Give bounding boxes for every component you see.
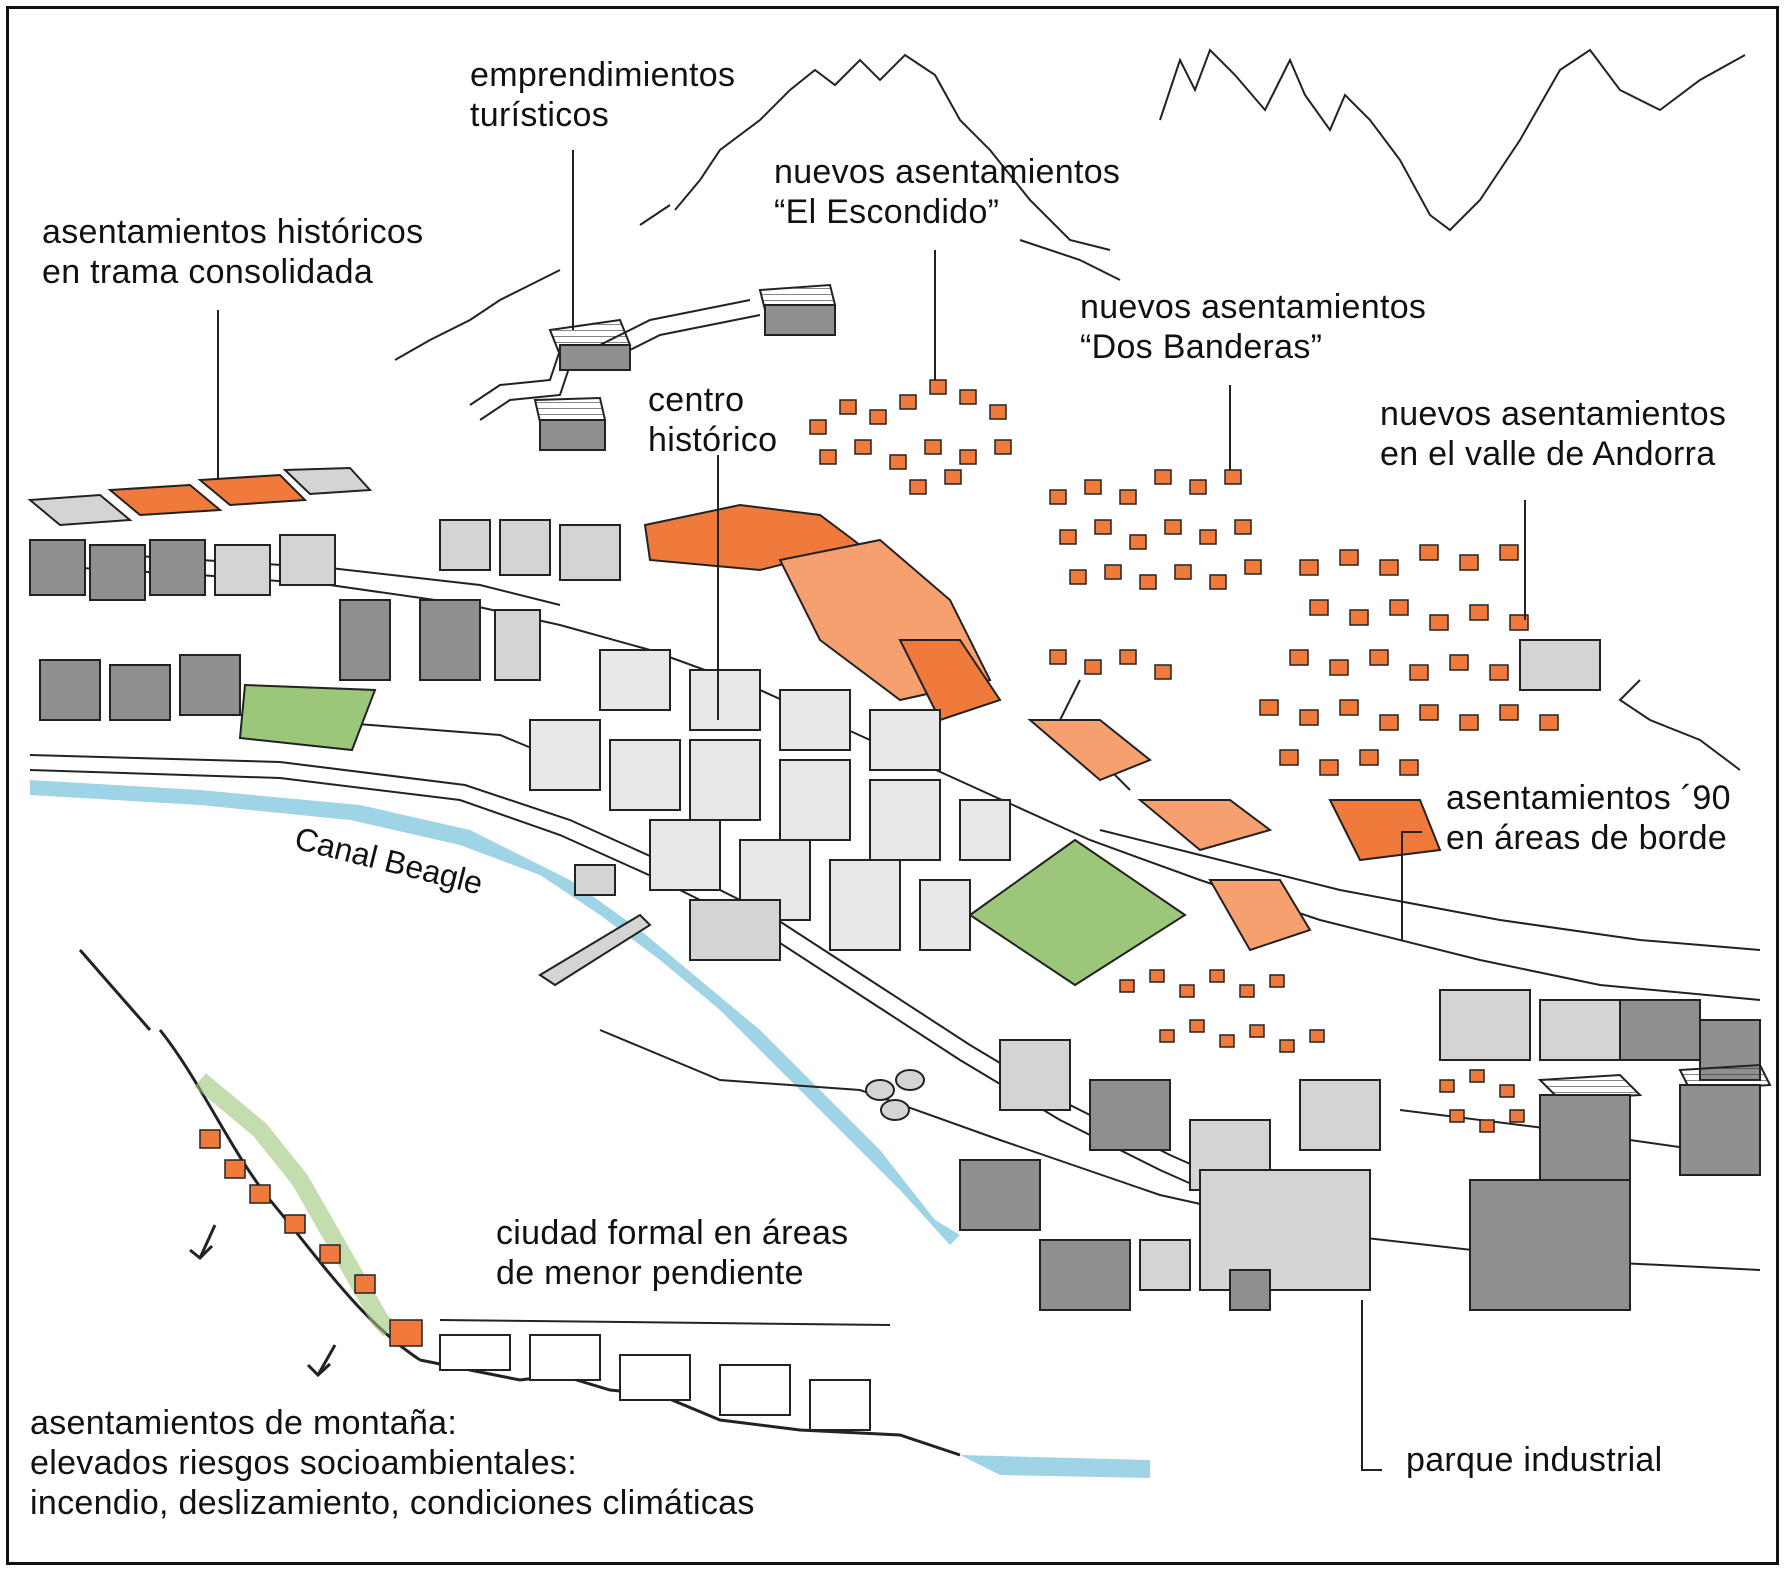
- formal-city-buildings: [439, 1334, 871, 1431]
- green-field-central: [968, 838, 1187, 987]
- label-line: elevados riesgos socioambientales:: [30, 1444, 577, 1482]
- label-historic-settlements: asentamientos históricos en trama consol…: [42, 212, 423, 292]
- label-line: incendio, deslizamiento, condiciones cli…: [30, 1484, 755, 1522]
- label-line: nuevos asentamientos: [774, 153, 1121, 191]
- label-line: centro: [648, 381, 745, 419]
- green-field-west: [238, 683, 377, 752]
- label-asentamientos-montana: asentamientos de montaña: elevados riesg…: [30, 1403, 755, 1523]
- label-line: nuevos asentamientos: [1080, 288, 1427, 326]
- label-ciudad-formal: ciudad formal en áreas de menor pendient…: [496, 1213, 848, 1293]
- historic-block: [27, 466, 621, 721]
- slide-arrows: [189, 1224, 337, 1378]
- mountain-ridge: [394, 48, 1746, 361]
- label-el-escondido: nuevos asentamientos “El Escondido”: [774, 152, 1120, 232]
- label-line: emprendimientos: [470, 56, 736, 94]
- historic-center-blocks: [643, 503, 1442, 952]
- city-blocks: [529, 649, 1011, 951]
- label-line: asentamientos ´90: [1446, 779, 1731, 817]
- label-line: en áreas de borde: [1446, 819, 1728, 857]
- leader-lines: [217, 150, 1526, 1471]
- label-line: nuevos asentamientos: [1380, 395, 1727, 433]
- settlement-banderas: [1049, 469, 1262, 680]
- canal-water: [30, 780, 960, 1245]
- pier: [538, 864, 925, 1121]
- label-asentamientos-90: asentamientos ´90 en áreas de borde: [1446, 778, 1731, 858]
- label-line: asentamientos históricos: [42, 213, 424, 251]
- label-line: “Dos Banderas”: [1080, 328, 1323, 366]
- tourist-buildings: [533, 283, 837, 451]
- industrial-buildings: [959, 639, 1772, 1311]
- label-line: en el valle de Andorra: [1380, 435, 1716, 473]
- label-line: histórico: [648, 421, 778, 459]
- settlement-andorra: [1259, 544, 1559, 776]
- label-line: de menor pendiente: [496, 1254, 804, 1292]
- label-parque-industrial: parque industrial: [1406, 1440, 1662, 1480]
- label-valle-andorra: nuevos asentamientos en el valle de Ando…: [1380, 394, 1726, 474]
- inset-water: [960, 1455, 1150, 1478]
- settlement-south: [1119, 969, 1525, 1133]
- label-tourist-ventures: emprendimientos turísticos: [470, 55, 735, 135]
- label-line: ciudad formal en áreas: [496, 1214, 849, 1252]
- stilt-houses: [199, 1129, 423, 1347]
- label-line: parque industrial: [1406, 1441, 1663, 1479]
- label-line: asentamientos de montaña:: [30, 1404, 458, 1442]
- label-line: turísticos: [470, 96, 610, 134]
- label-centro-historico: centro histórico: [648, 380, 777, 460]
- settlement-escondido: [809, 379, 1012, 495]
- label-dos-banderas: nuevos asentamientos “Dos Banderas”: [1080, 287, 1426, 367]
- label-line: “El Escondido”: [774, 193, 1000, 231]
- label-line: en trama consolidada: [42, 253, 374, 291]
